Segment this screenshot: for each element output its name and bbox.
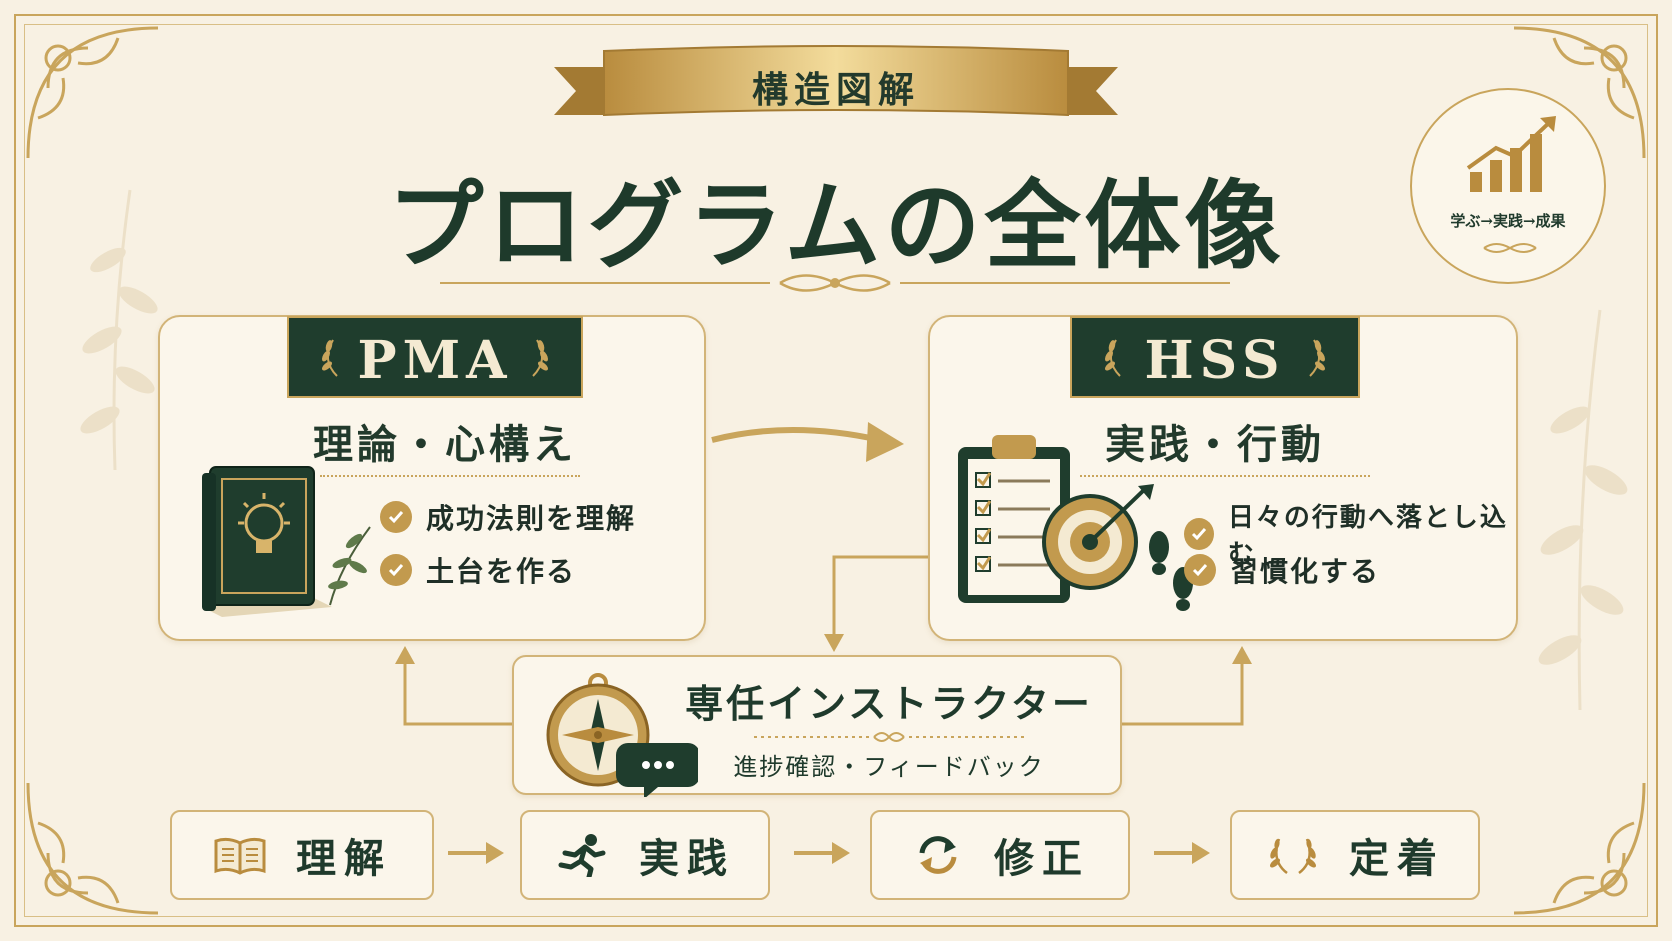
hss-item-1: 日々の行動へ落とし込む [1184, 497, 1516, 571]
compass-speech-icon [546, 673, 698, 797]
banner-label: 構造図解 [751, 69, 920, 111]
running-person-icon [558, 834, 606, 877]
outer-frame [14, 14, 1658, 927]
target-dart-icon [1042, 484, 1154, 590]
check-icon [1184, 518, 1214, 550]
corner-ornament-top-right [1504, 18, 1654, 168]
pma-plate-label: PMA [357, 330, 513, 391]
badge-caption: 学ぶ→実践→成果 [1450, 212, 1566, 230]
step-arrow-3 [1154, 842, 1210, 864]
instructor-divider-ornament [754, 732, 1024, 742]
inner-frame [24, 24, 1648, 917]
step-establish-label: 定着 [1349, 835, 1445, 882]
pma-item-2-label: 土台を作る [426, 555, 577, 588]
laurel-left-icon [1105, 339, 1121, 377]
step-practice: 実践 [520, 810, 770, 900]
hss-plate: HSS [1070, 316, 1360, 398]
corner-ornament-top-left [18, 18, 168, 168]
pma-plate: PMA [287, 316, 583, 398]
olive-branch-icon [328, 526, 371, 606]
hss-divider [1080, 475, 1370, 477]
step-understand: 理解 [170, 810, 434, 900]
instructor-title: 専任インストラクター [685, 681, 1093, 726]
step-revise: 修正 [870, 810, 1130, 900]
hss-card: HSS 実践・行動 日々の行動へ落とし込む 習慣化する [928, 315, 1518, 641]
title-divider-ornament [440, 274, 1230, 292]
pma-card: PMA 理論・心構え 成功法則を理解 土台を作る [158, 315, 706, 641]
laurel-wreath-icon [1270, 838, 1316, 874]
check-icon [1184, 554, 1216, 586]
laurel-right-icon [1309, 339, 1325, 377]
hss-item-1-label: 日々の行動へ落とし込む [1227, 503, 1508, 570]
hss-item-2-label: 習慣化する [1230, 555, 1381, 588]
corner-ornament-bottom-right [1504, 773, 1654, 923]
leaf-decoration-right [1538, 309, 1628, 711]
laurel-left-icon [322, 339, 338, 377]
pma-divider [320, 475, 580, 477]
pma-item-1: 成功法則を理解 [380, 497, 636, 537]
instructor-box: 専任インストラクター 進捗確認・フィードバック [512, 655, 1122, 797]
progress-badge: 学ぶ→実践→成果 [1410, 88, 1606, 284]
lightbulb-book-icon [202, 466, 332, 617]
instructor-subtitle: 進捗確認・フィードバック [733, 753, 1045, 781]
open-book-icon [214, 837, 266, 875]
step-practice-label: 実践 [639, 835, 735, 882]
pma-subtitle: 理論・心構え [313, 421, 577, 468]
hss-plate-label: HSS [1144, 330, 1286, 391]
step-arrow-2 [794, 842, 850, 864]
header-ribbon-banner: 構造図解 [554, 45, 1118, 135]
leaf-decoration-left [80, 189, 158, 471]
growth-chart-icon [1466, 116, 1556, 192]
pma-item-2: 土台を作る [380, 550, 576, 590]
step-revise-label: 修正 [994, 835, 1090, 882]
step-understand-label: 理解 [296, 835, 392, 882]
step-establish: 定着 [1230, 810, 1480, 900]
check-icon [380, 554, 412, 586]
page-title: プログラムの全体像 [387, 169, 1285, 282]
pma-item-1-label: 成功法則を理解 [426, 502, 637, 535]
hss-subtitle: 実践・行動 [1105, 421, 1325, 468]
refresh-icon [919, 836, 957, 874]
check-icon [380, 501, 412, 533]
laurel-right-icon [532, 339, 548, 377]
hss-item-2: 習慣化する [1184, 550, 1380, 590]
corner-ornament-bottom-left [18, 773, 168, 923]
badge-flourish-ornament [1483, 243, 1537, 253]
clipboard-checklist-icon [958, 435, 1070, 603]
step-arrow-1 [448, 842, 504, 864]
